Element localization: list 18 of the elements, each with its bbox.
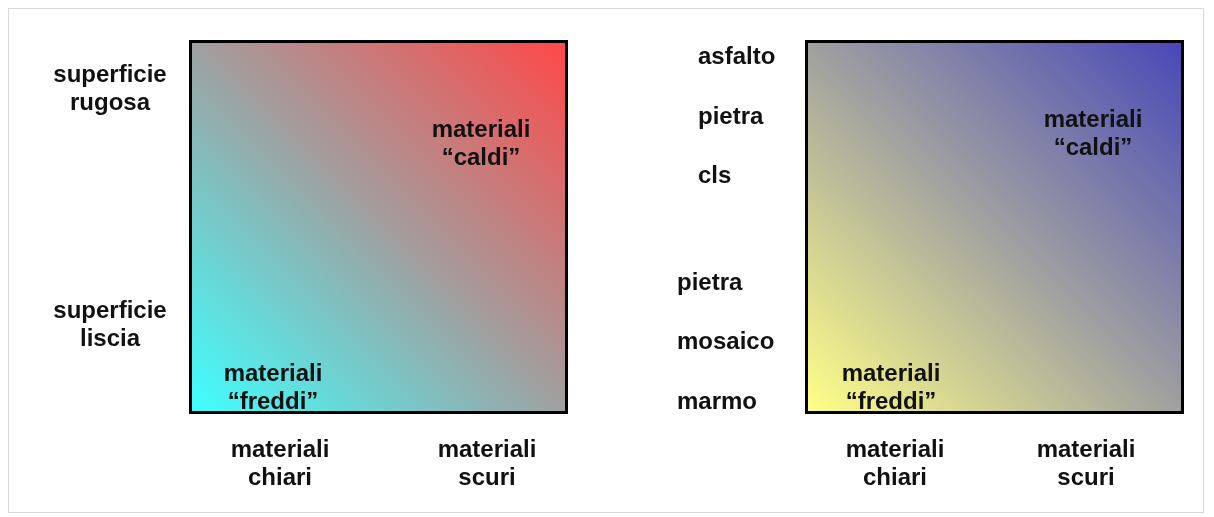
axis-label: materiali scuri	[1035, 435, 1137, 491]
material-label: pietra	[677, 268, 744, 296]
material-label: marmo	[677, 387, 759, 415]
axis-label: superficie liscia	[52, 296, 168, 352]
quadrant-label: materiali “caldi”	[430, 115, 532, 171]
axis-label: materiali chiari	[229, 435, 331, 491]
quadrant-label: materiali “freddi”	[840, 359, 942, 415]
material-label: pietra	[698, 102, 765, 130]
material-label: asfalto	[698, 42, 777, 70]
gradient-square	[805, 40, 1184, 414]
material-label: mosaico	[677, 327, 776, 355]
axis-label: materiali scuri	[436, 435, 538, 491]
quadrant-label: materiali “freddi”	[222, 359, 324, 415]
axis-label: superficie rugosa	[52, 60, 168, 116]
material-label: cls	[698, 161, 733, 189]
axis-label: materiali chiari	[844, 435, 946, 491]
quadrant-label: materiali “caldi”	[1042, 105, 1144, 161]
gradient-square	[189, 40, 568, 414]
